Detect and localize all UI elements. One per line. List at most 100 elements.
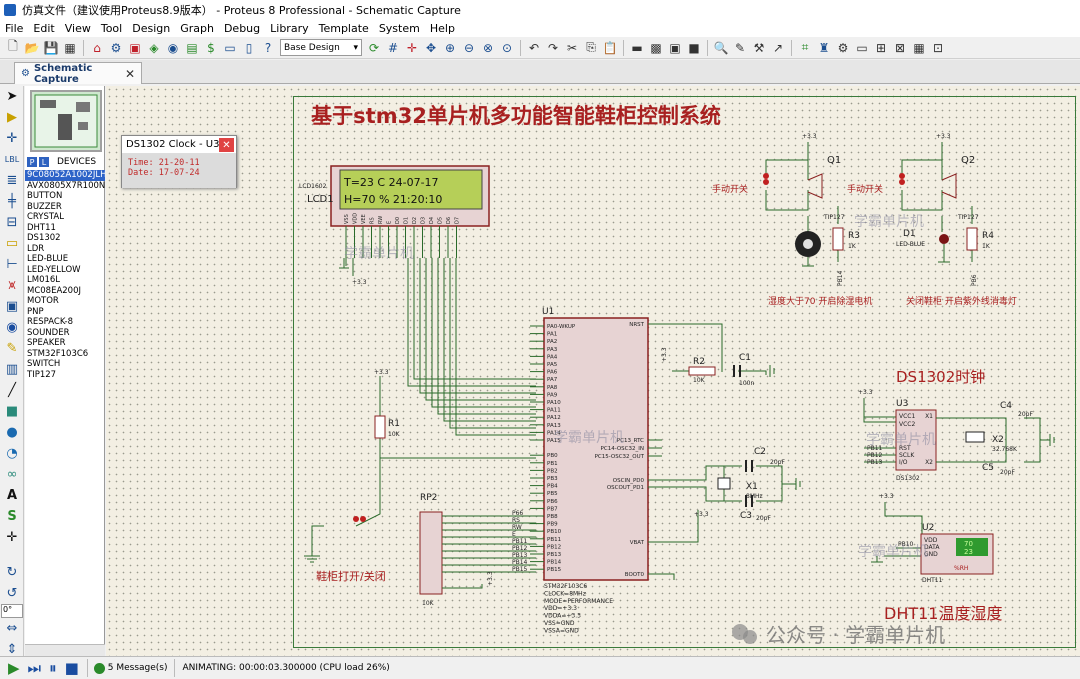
play-icon[interactable]: ▶	[8, 659, 20, 677]
terminal-icon[interactable]: ▭	[5, 236, 19, 251]
device-list-item[interactable]: LED-BLUE	[27, 254, 69, 264]
wire-autorouter-icon[interactable]: ⌗	[801, 40, 809, 54]
home-icon[interactable]: ⌂	[93, 40, 101, 55]
cut-icon[interactable]: ✂	[566, 40, 578, 55]
voltage-probe-icon[interactable]: ✎	[6, 341, 18, 356]
box-icon[interactable]: ■	[5, 404, 19, 419]
device-list-item[interactable]: LED-YELLOW	[27, 264, 81, 275]
pan-icon[interactable]: ✥	[425, 40, 437, 55]
block-copy-icon[interactable]: ▬	[631, 40, 643, 55]
menu-library[interactable]: Library	[270, 22, 309, 35]
design-select[interactable]: Base Design▾	[280, 39, 362, 56]
menu-help[interactable]: Help	[429, 22, 455, 35]
schematic-icon[interactable]: ⚙	[110, 40, 122, 55]
device-list-item[interactable]: CRYSTAL	[27, 212, 64, 222]
undo-icon[interactable]: ↶	[528, 40, 540, 55]
goto-sheet-icon[interactable]: ▦	[913, 40, 925, 55]
device-list-item[interactable]: AVX0805X7R100N	[27, 180, 105, 191]
library-manager-button[interactable]: L	[39, 157, 49, 167]
decompose-icon[interactable]: ↗	[772, 40, 784, 55]
remove-sheet-icon[interactable]: ⊠	[894, 40, 906, 55]
zoom-all-icon[interactable]: ⊗	[482, 40, 494, 55]
menu-tool[interactable]: Tool	[100, 22, 123, 35]
block-rotate-icon[interactable]: ▣	[669, 40, 681, 55]
save-icon[interactable]: 💾	[43, 40, 59, 55]
device-list-item[interactable]: LM016L	[27, 275, 61, 285]
notes-icon[interactable]: ▯	[245, 40, 253, 55]
device-list-item[interactable]: DHT11	[27, 222, 56, 233]
device-list-item[interactable]: PNP	[27, 306, 44, 317]
text-script-icon[interactable]: ≣	[6, 173, 18, 188]
step-icon[interactable]: ⏭	[27, 659, 42, 677]
lcd1602[interactable]: T=23 C 24-07-17 H=70 % 21:20:10 LCD1602 …	[299, 165, 490, 258]
design-explorer-icon[interactable]: ▤	[186, 40, 198, 55]
device-list-item[interactable]: RESPACK-8	[27, 317, 74, 327]
line-icon[interactable]: ╱	[8, 383, 16, 398]
generator-icon[interactable]: ◉	[6, 320, 18, 335]
schematic-canvas[interactable]: 基于stm32单片机多功能智能鞋柜控制系统 T=23 C 24-07-17 H=…	[106, 86, 1080, 656]
stop-icon[interactable]: ■	[64, 659, 79, 677]
crystal-x1[interactable]: X1 8MHz C2 20pF C3 20pF	[648, 447, 801, 522]
pause-icon[interactable]: ⏸	[49, 659, 57, 677]
device-list-item[interactable]: SOUNDER	[27, 327, 70, 338]
rotation-field[interactable]: 0°	[1, 604, 23, 618]
messages-box[interactable]: 5 Message(s)	[86, 659, 175, 677]
copy-icon[interactable]: ⎘	[586, 40, 596, 54]
device-list-item[interactable]: MOTOR	[27, 296, 59, 306]
menu-template[interactable]: Template	[318, 22, 369, 35]
junction-dot-icon[interactable]: ✛	[6, 131, 18, 146]
zoom-in-icon[interactable]: ⊕	[444, 40, 456, 55]
wire-label-icon[interactable]: LBL	[4, 155, 20, 164]
bom-icon[interactable]: $	[207, 40, 215, 55]
zoom-out-icon[interactable]: ⊖	[463, 40, 475, 55]
pick-devices-button[interactable]: P	[27, 157, 37, 167]
path-icon[interactable]: ∞	[6, 467, 18, 482]
tab-schematic-capture[interactable]: ⚙ Schematic Capture ✕	[14, 62, 142, 85]
bus-icon[interactable]: ╪	[8, 194, 16, 209]
gerber-icon[interactable]: ◈	[149, 40, 159, 55]
rotate-cw-icon[interactable]: ↻	[6, 565, 18, 580]
ds1302-clock-window[interactable]: DS1302 Clock - U3 ✕ Time: 21-20-11 Date:…	[121, 135, 237, 188]
stm32-mcu[interactable]: U1 PA0-WKUPPA1PA2PA3PA4PA5PA6PA7PA8PA9PA…	[530, 307, 662, 634]
overview-window[interactable]	[30, 90, 102, 152]
origin-icon[interactable]: ✛	[406, 40, 418, 55]
q2-uv-lamp-driver[interactable]: +3.3 Q2 TIP127 D1 LED-BLUE R4 1K PB6 关闭鞋…	[896, 133, 1017, 307]
device-list-item[interactable]: DS1302	[27, 233, 61, 243]
menu-system[interactable]: System	[378, 22, 420, 35]
menu-edit[interactable]: Edit	[33, 22, 55, 35]
search-tag-icon[interactable]: ♜	[818, 40, 830, 55]
pick-device-icon[interactable]: 🔍	[713, 40, 729, 55]
virtual-instrument-icon[interactable]: ▥	[5, 362, 19, 377]
menu-file[interactable]: File	[5, 22, 24, 35]
open-folder-icon[interactable]: 📂	[24, 40, 40, 55]
subcircuit-icon[interactable]: ⊟	[6, 215, 18, 230]
symbol-icon[interactable]: S	[7, 509, 17, 524]
source-code-icon[interactable]: ▭	[224, 40, 236, 55]
menu-view[interactable]: View	[64, 22, 91, 35]
tape-recorder-icon[interactable]: ▣	[5, 299, 19, 314]
package-tool-icon[interactable]: ⚒	[753, 40, 765, 55]
close-icon[interactable]: ✕	[219, 138, 234, 152]
device-pin-icon[interactable]: ⊢	[6, 257, 18, 272]
r1-reset-circuit[interactable]: +3.3 R1 10K 鞋柜打开/关闭	[304, 369, 536, 583]
make-device-icon[interactable]: ✎	[734, 40, 746, 55]
device-list-item[interactable]: SWITCH	[27, 359, 61, 369]
device-list-item[interactable]: STM32F103C6	[27, 348, 89, 359]
device-list-item[interactable]: LDR	[27, 243, 45, 254]
mirror-horizontal-icon[interactable]: ⇔	[6, 621, 18, 636]
new-sheet-icon[interactable]: ⊞	[875, 40, 887, 55]
device-list-item[interactable]: SPEAKER	[27, 338, 66, 348]
arc-icon[interactable]: ◔	[6, 446, 18, 461]
graph-icon[interactable]: ⩙	[8, 278, 16, 293]
property-tool-icon[interactable]: ⚙	[837, 40, 849, 55]
device-list-item[interactable]: MC08EA200J	[27, 285, 82, 296]
help-icon[interactable]: ?	[264, 40, 272, 55]
mirror-vertical-icon[interactable]: ⇕	[6, 642, 18, 657]
dht11-sensor[interactable]: +3.3 70 23 %RH VDD DATA GND U2 DHT11 PB1…	[871, 493, 1003, 623]
device-list-item[interactable]: BUZZER	[27, 201, 62, 212]
marker-icon[interactable]: ✛	[6, 530, 18, 545]
selection-mode-icon[interactable]: ➤	[6, 89, 18, 104]
close-project-icon[interactable]: ▦	[64, 40, 76, 55]
pcb-icon[interactable]: ▣	[129, 40, 141, 55]
